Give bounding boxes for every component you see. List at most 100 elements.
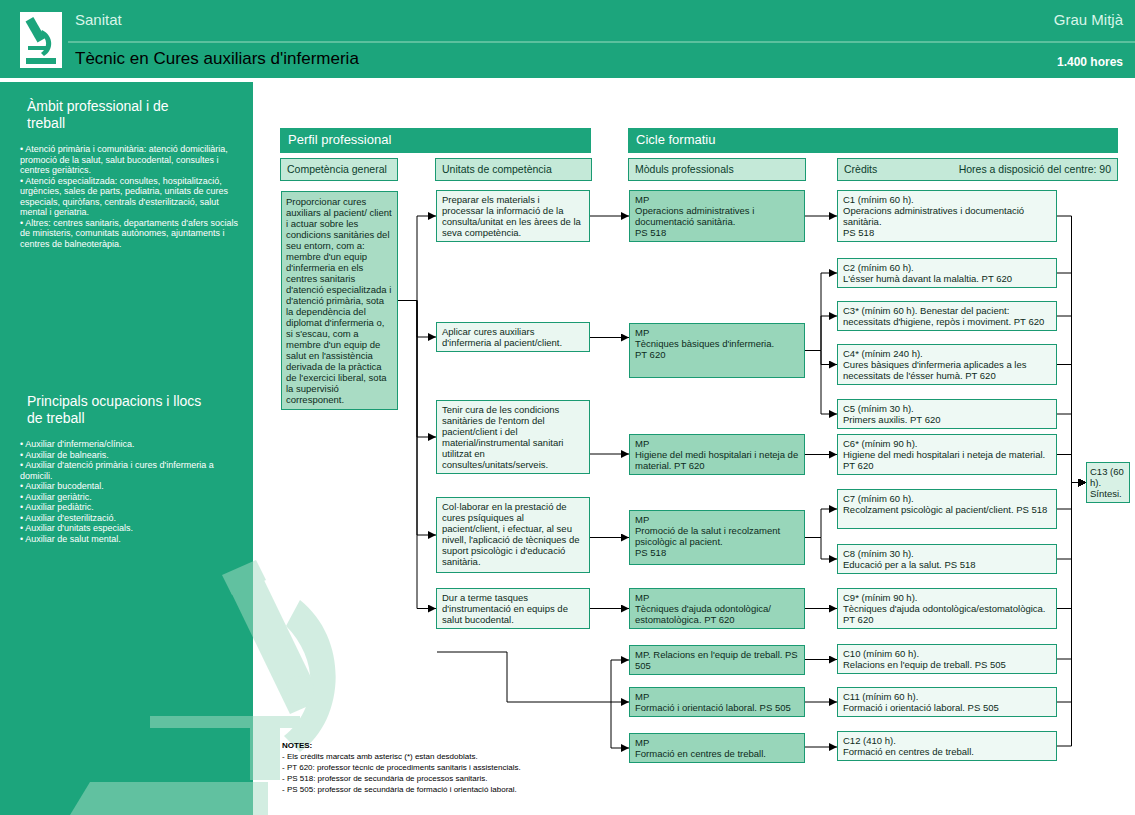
flow-arrow [398, 301, 436, 609]
box-text: C12 (410 h). [843, 735, 1051, 746]
flow-arrow [1057, 273, 1086, 483]
family-label: Sanitat [75, 11, 122, 29]
box-text: PS 518 [843, 227, 1051, 238]
box-text: MP [635, 438, 799, 449]
box-text: C9* (mínim 90 h). [843, 592, 1051, 603]
bullet-item: • Atenció primària i comunitària: atenci… [20, 144, 239, 176]
box-text: Proporcionar cures auxiliars al pacient/… [286, 196, 393, 405]
flow-arrow [590, 337, 629, 338]
microscope-arm [284, 600, 336, 752]
module-box: MPFormació en centres de treball. [629, 733, 805, 763]
bracket-line [437, 652, 611, 702]
unit-box: Dur a terme tasques d'instrumentació en … [436, 588, 590, 629]
header-icon [20, 12, 62, 68]
box-text: MP. Relacions en l'equip de treball. PS … [635, 649, 799, 671]
credit-box: C8 (mínim 30 h).Educació per a la salut.… [837, 544, 1057, 574]
unit-box: Preparar els materials i processar la in… [436, 190, 590, 242]
credit-box: C7 (mínim 60 h).Recolzament psicològic a… [837, 489, 1057, 529]
module-box: MPHigiene del medi hospitalari i neteja … [629, 434, 805, 475]
box-text: Formació en centres de treball. [843, 746, 1051, 757]
box-text: C7 (mínim 60 h). [843, 493, 1051, 504]
header-rule [68, 42, 1135, 43]
box-text: MP [635, 737, 799, 748]
box-text: MP [635, 327, 799, 338]
box-text: Preparar els materials i processar la in… [442, 194, 584, 238]
box-text: Operacions administratives i documentaci… [843, 205, 1051, 227]
bullet-item: • Auxiliar d'atenció primària i cures d'… [20, 460, 239, 481]
credit-box: C4* (mínim 240 h).Cures bàsiques d'infer… [837, 344, 1057, 385]
box-text: C8 (mínim 30 h). [843, 548, 1051, 559]
bullet-item: • Auxiliar bucodental. [20, 481, 239, 492]
unit-box: Col·laborar en la prestació de cures psí… [436, 497, 590, 573]
page-title: Tècnic en Cures auxiliars d'infermeria [75, 49, 359, 69]
icon-base [26, 58, 56, 64]
icon-arm [40, 30, 51, 56]
flow-arrow [590, 608, 629, 609]
microscope-knob [286, 676, 314, 704]
module-box: MPTècniques bàsiques d'infermeria.PT 620 [629, 323, 805, 378]
flow-arrow [805, 702, 837, 703]
note-line: - PT 620: professor tècnic de procedimen… [282, 762, 521, 773]
box-text: C6* (mínim 90 h). [843, 438, 1051, 449]
free-bracket [437, 652, 629, 748]
module-box: MP. Relacions en l'equip de treball. PS … [629, 645, 805, 675]
flow-arrow [1057, 216, 1086, 483]
box-text: Operacions administratives i documentaci… [635, 205, 799, 227]
flow-arrow [590, 537, 629, 538]
level-label: Grau Mitjà [1054, 11, 1123, 29]
flow-arrow [590, 216, 629, 217]
box-text: Col·laborar en la prestació de cures psí… [442, 501, 584, 567]
box-text: Educació per a la salut. PS 518 [843, 559, 1051, 570]
credit-box: C5 (mínim 30 h).Primers auxilis. PT 620 [837, 399, 1057, 429]
flow-arrow [1057, 483, 1086, 747]
bullet-item: • Auxiliar d'infermeria/clínica. [20, 439, 239, 450]
box-text: Cures bàsiques d'infermeria aplicades a … [843, 359, 1051, 381]
notes-heading: NOTES: [282, 740, 312, 751]
credit-box: C9* (mínim 90 h).Tècniques d'ajuda odont… [837, 588, 1057, 629]
hours-label: 1.400 hores [1057, 55, 1123, 70]
bullet-item: • Auxiliar de salut mental. [20, 534, 239, 545]
box-text: Recolzament psicològic al pacient/client… [843, 504, 1051, 515]
note-line: - Els crèdits marcats amb asterisc (*) e… [282, 751, 478, 762]
bullet-item: • Auxiliar de balnearis. [20, 450, 239, 461]
flow-arrow [805, 538, 837, 560]
box-text: C11 (mínim 60 h). [843, 691, 1051, 702]
flow-arrow [398, 216, 436, 301]
box-text: Formació i orientació laboral. PS 505 [843, 702, 1051, 713]
flow-arrow [805, 659, 837, 660]
microscope-pillar [250, 728, 280, 780]
unit-box: Aplicar cures auxiliars d'infermeria al … [436, 322, 590, 352]
module-box: MPPromoció de la salut i recolzament psi… [629, 510, 805, 565]
credit-box: C10 (mínim 60 h).Relacions en l'equip de… [837, 644, 1057, 674]
section-header: Perfil professional [280, 128, 591, 153]
box-text: MP [635, 691, 799, 702]
box-text: Tècniques bàsiques d'infermeria. [635, 338, 799, 349]
bullet-item: • Auxiliar geriàtric. [20, 492, 239, 503]
unit-box: Tenir cura de les condicions sanitàries … [436, 400, 590, 474]
credit-box: C6* (mínim 90 h).Higiene del medi hospit… [837, 434, 1057, 475]
box-text: C10 (mínim 60 h). [843, 648, 1051, 659]
competence-box: Proporcionar cures auxiliars al pacient/… [281, 191, 398, 410]
flow-arrow [805, 608, 837, 609]
bracket-arrow [611, 660, 629, 661]
box-text: PS 518 [635, 227, 799, 238]
box-text: Crèdits [844, 163, 877, 176]
box-text: Mòduls professionals [635, 163, 799, 176]
box-text: Aplicar cures auxiliars d'infermeria al … [442, 326, 584, 348]
icon-tube [26, 17, 46, 42]
credit-box: C12 (410 h).Formació en centres de treba… [837, 731, 1057, 761]
bullet-item: • Auxiliar d'unitats especials. [20, 523, 239, 534]
icon-stage [28, 46, 46, 50]
bracket-arrow [611, 702, 629, 703]
bracket-arrow [611, 748, 629, 749]
box-text: PT 620 [635, 349, 799, 360]
box-text: PS 518 [635, 547, 799, 558]
note-line: - PS 518: professor de secundària de pro… [282, 773, 487, 784]
synthesis-box: C13 (60 h). Síntesi. [1086, 462, 1130, 503]
side-panel: Àmbit professional i de treball• Atenció… [0, 82, 253, 815]
microscope-base [70, 782, 268, 815]
box-text: Tècniques d'ajuda odontològica/estomatol… [843, 603, 1051, 625]
box-text: C5 (mínim 30 h). [843, 403, 1051, 414]
column-header: Competència general [280, 158, 398, 181]
box-text: Unitats de competència [442, 163, 585, 176]
